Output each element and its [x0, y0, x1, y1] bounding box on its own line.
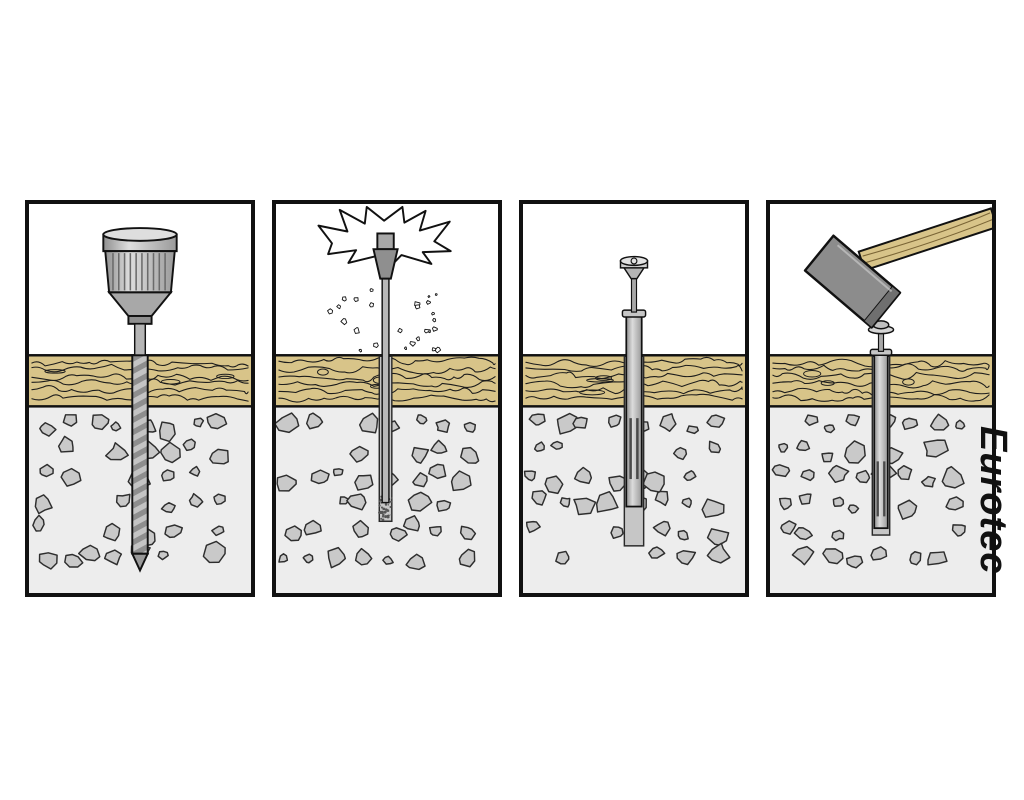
anchor-driven-icon [867, 320, 895, 536]
chuck-ribs [112, 253, 166, 291]
blowout-pump-icon [317, 205, 452, 523]
anchor-sleeve [873, 352, 889, 530]
screw-head-taper [622, 266, 646, 280]
anchor-sleeve [625, 313, 643, 508]
handle-grain [864, 219, 992, 264]
expansion-slit [629, 418, 632, 480]
hammer-icon [803, 207, 992, 329]
panel-step-4-hammer-in [766, 200, 996, 597]
expansion-slit [636, 418, 639, 480]
drill-chuck-top [102, 227, 178, 242]
drill-bit-flutes [131, 354, 149, 555]
hammer-scene [770, 207, 992, 593]
concrete-stones [276, 412, 480, 571]
drill-neck [127, 315, 153, 325]
panel-step-1-drill [25, 200, 255, 597]
expansion-slit [883, 461, 886, 517]
wood-grain [525, 356, 743, 401]
blowout-scene [276, 205, 498, 593]
expansion-slit [876, 461, 879, 517]
brand-logo: Eurotec [972, 426, 1014, 575]
drill-chuck-taper [107, 291, 173, 317]
drill-bit-tip [130, 552, 150, 573]
drill-scene [29, 227, 251, 593]
drill-icon [102, 227, 178, 573]
pump-connector [376, 232, 395, 251]
wood-grain [278, 356, 496, 403]
blowout-tube [381, 275, 390, 504]
hammer-fixing-anchor-icon [619, 255, 649, 547]
anchor-insert-scene [523, 255, 745, 593]
drill-bit-shank [133, 323, 147, 357]
pump-nozzle [372, 248, 399, 280]
panel-step-3-insert-anchor [519, 200, 749, 597]
screw-drive [630, 257, 638, 265]
dust-particles [327, 288, 442, 354]
panel-step-2-clean-hole [272, 200, 502, 597]
screw-head-top [619, 255, 649, 267]
handle-grain [862, 212, 991, 257]
hammer-handle [857, 207, 992, 272]
hammer-face [863, 285, 901, 329]
hammer-highlight [836, 244, 893, 293]
